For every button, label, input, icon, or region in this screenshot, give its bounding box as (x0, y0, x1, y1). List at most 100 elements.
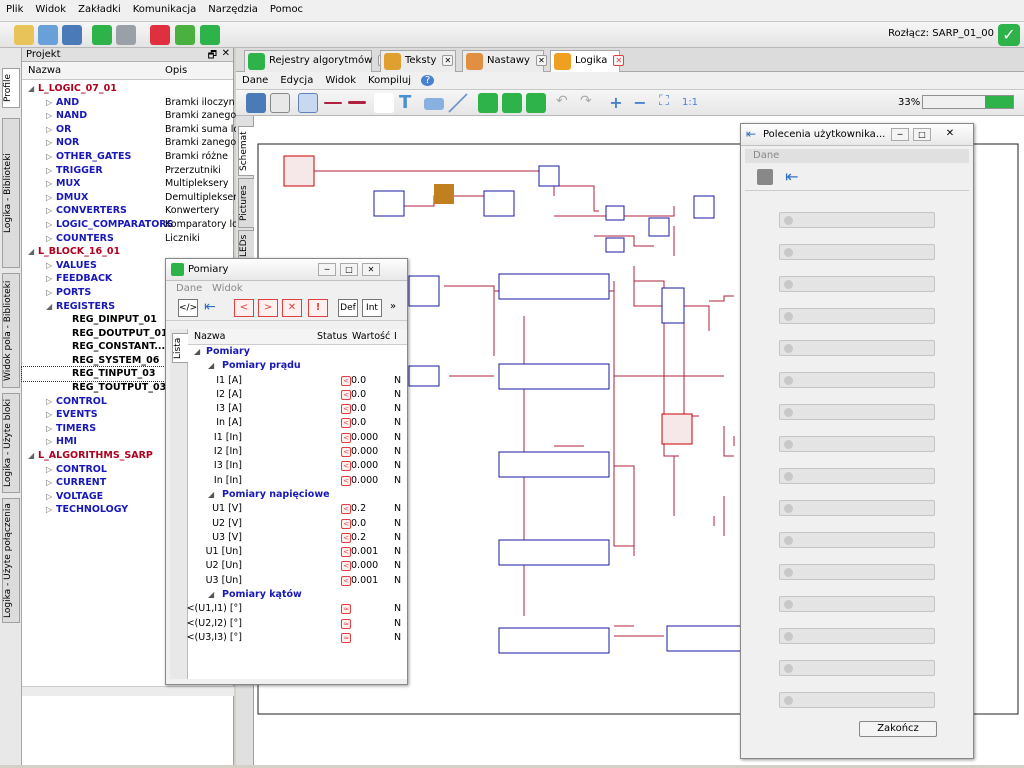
check-help-icon[interactable] (526, 93, 546, 113)
tree-item[interactable]: ◢REGISTERS (22, 300, 233, 314)
expand-arrow-icon[interactable]: ▷ (46, 274, 53, 284)
col-status[interactable]: Status (317, 331, 348, 342)
pomiary-row[interactable]: ◢Pomiary prądu (188, 359, 407, 373)
close-icon[interactable]: ✕ (613, 55, 625, 66)
tree-item[interactable]: ▷TIMERS (22, 422, 233, 436)
float-icon[interactable]: 🗗 (207, 50, 217, 61)
minimize-button[interactable]: ─ (318, 263, 336, 276)
vtab-logika-biblioteki[interactable]: Logika - Biblioteki (2, 118, 20, 268)
sync-icon[interactable] (175, 25, 195, 45)
expand-arrow-icon[interactable]: ◢ (208, 361, 215, 371)
menu-dane[interactable]: Dane (242, 75, 269, 86)
project-hscroll[interactable] (22, 686, 234, 696)
fit-icon[interactable]: ⛶ (659, 93, 669, 109)
command-button[interactable] (779, 244, 935, 260)
expand-arrow-icon[interactable]: ▷ (46, 124, 53, 134)
refresh-icon[interactable] (92, 25, 112, 45)
tree-item[interactable]: ◢L_ALGORITHMS_SARP (22, 449, 233, 463)
expand-arrow-icon[interactable]: ▷ (46, 505, 53, 515)
expand-arrow-icon[interactable]: ▷ (46, 478, 53, 488)
exit-icon[interactable]: ⇤ (204, 299, 216, 315)
menu-widok2[interactable]: Widok (325, 75, 357, 86)
menu-edycja[interactable]: Edycja (280, 75, 314, 86)
menu-dane[interactable]: Dane (176, 283, 203, 294)
open-folder-icon[interactable] (14, 25, 34, 45)
menu-widok[interactable]: Widok (35, 4, 67, 15)
line-tool-icon[interactable] (448, 93, 468, 113)
menu-dane[interactable]: Dane (745, 149, 969, 163)
expand-arrow-icon[interactable]: ▷ (46, 219, 53, 229)
text-tool-icon[interactable]: T (399, 92, 412, 113)
tree-item[interactable]: ▷PORTS (22, 286, 233, 300)
close-icon[interactable]: ✕ (535, 55, 547, 66)
close-icon[interactable]: ✕ (221, 48, 230, 59)
next-icon[interactable]: > (258, 299, 278, 317)
tree-item[interactable]: ▷CONTROL (22, 463, 233, 477)
command-button[interactable] (779, 404, 935, 420)
zoom-in-icon[interactable]: + (609, 93, 623, 112)
expand-arrow-icon[interactable]: ▷ (46, 192, 53, 202)
tab-teksty[interactable]: Teksty✕ (380, 50, 456, 72)
line-thick-icon[interactable] (348, 101, 366, 104)
connected-check-icon[interactable]: ✓ (998, 24, 1020, 46)
expand-arrow-icon[interactable]: ▷ (46, 410, 53, 420)
expand-arrow-icon[interactable]: ▷ (46, 97, 53, 107)
expand-arrow-icon[interactable]: ▷ (46, 111, 53, 121)
command-button[interactable] (779, 340, 935, 356)
command-button[interactable] (779, 468, 935, 484)
prev-icon[interactable]: < (234, 299, 254, 317)
import-icon[interactable] (246, 93, 266, 113)
expand-arrow-icon[interactable]: ▷ (46, 138, 53, 148)
tree-item[interactable]: REG_CONSTANT... (22, 340, 233, 354)
close-icon[interactable]: ✕ (442, 55, 454, 66)
tree-item[interactable]: ▷VALUES (22, 259, 233, 273)
expand-arrow-icon[interactable]: ▷ (46, 287, 53, 297)
tree-item[interactable]: ▷EVENTS (22, 408, 233, 422)
expand-arrow-icon[interactable]: ▷ (46, 151, 53, 161)
minimize-button[interactable]: ─ (891, 128, 909, 141)
col-extra[interactable]: I (394, 331, 397, 342)
redo-icon[interactable]: ↷ (580, 93, 592, 109)
expand-arrow-icon[interactable]: ◢ (28, 247, 35, 257)
pointer-icon[interactable] (298, 93, 318, 113)
scale-icon[interactable]: 1:1 (681, 97, 699, 108)
tree-item[interactable]: ▷VOLTAGE (22, 490, 233, 504)
expand-arrow-icon[interactable]: ◢ (28, 451, 35, 461)
command-button[interactable] (779, 692, 935, 708)
delete-icon[interactable]: ✕ (282, 299, 302, 317)
close-button[interactable]: ✕ (945, 128, 955, 139)
expand-arrow-icon[interactable]: ▷ (46, 179, 53, 189)
expand-arrow-icon[interactable]: ◢ (208, 590, 215, 600)
more-icon[interactable]: » (390, 301, 397, 312)
validate-icon[interactable] (478, 93, 498, 113)
pomiary-row[interactable]: ◢Pomiary kątów (188, 588, 407, 602)
help-icon[interactable]: ? (420, 75, 435, 86)
line-thin-icon[interactable] (324, 102, 342, 104)
pomiary-row[interactable]: ◢Pomiary (188, 345, 407, 359)
tree-item[interactable]: REG_TINPUT_03 (21, 366, 234, 383)
tree-item[interactable]: REG_DINPUT_01 (22, 313, 233, 327)
door-exit-icon[interactable] (757, 169, 773, 185)
vtab-uzyte-polaczenia[interactable]: Logika - Użyte połączenia (2, 498, 20, 623)
maximize-button[interactable]: □ (913, 128, 931, 141)
col-nazwa[interactable]: Nazwa (28, 65, 62, 76)
settings-icon[interactable] (200, 25, 220, 45)
logout-icon[interactable] (150, 25, 170, 45)
tree-item[interactable]: ◢L_BLOCK_16_01 (22, 245, 233, 259)
tab-logika[interactable]: Logika✕ (550, 50, 625, 72)
expand-arrow-icon[interactable]: ▷ (46, 491, 53, 501)
